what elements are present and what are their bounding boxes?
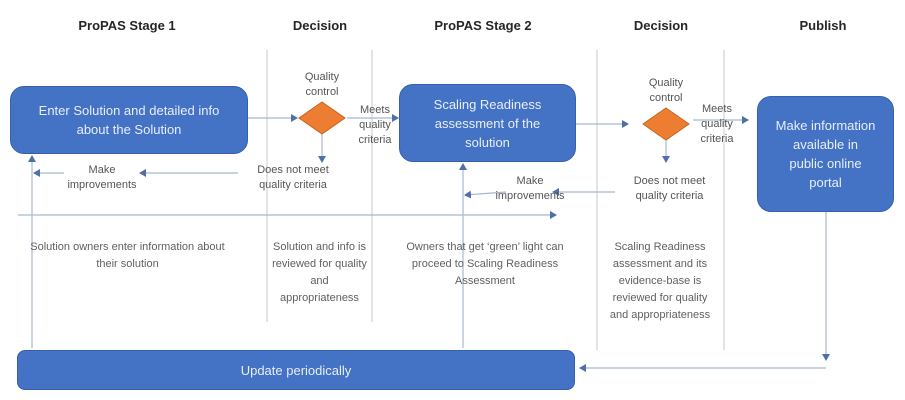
header-publish: Publish xyxy=(799,18,847,33)
description-decision2: Scaling Readiness assessment and its evi… xyxy=(609,241,711,321)
decision2-fail-label: Does not meet quality criteria xyxy=(633,175,706,202)
decision1-pass-label: Meets quality criteria xyxy=(358,104,392,146)
process-box-stage2-label: Scaling Readiness assessment of the solu… xyxy=(433,96,542,150)
process-box-stage2: Scaling Readiness assessment of the solu… xyxy=(399,84,576,162)
decision2-label: Quality control xyxy=(648,77,684,104)
decision1-label: Quality control xyxy=(304,71,340,98)
process-box-stage1: Enter Solution and detailed info about t… xyxy=(10,86,248,154)
process-box-update: Update periodically xyxy=(17,350,575,390)
process-box-update-label: Update periodically xyxy=(240,362,352,378)
decision-diamond-2 xyxy=(642,107,690,141)
process-box-stage1-label: Enter Solution and detailed info about t… xyxy=(38,103,220,137)
decision1-feedback-label: Make improvements xyxy=(67,164,137,191)
header-propas-stage-1: ProPAS Stage 1 xyxy=(78,18,176,33)
description-decision1: Solution and info is reviewed for qualit… xyxy=(272,241,367,304)
process-box-publish-label: Make information available in public onl… xyxy=(775,118,876,190)
decision2-pass-label: Meets quality criteria xyxy=(700,103,734,145)
decision-diamond-1 xyxy=(298,101,346,135)
arrow-feedback2b xyxy=(464,190,507,199)
header-decision-1: Decision xyxy=(292,18,348,33)
description-stage2: Owners that get ‘green’ light can procee… xyxy=(406,241,564,287)
process-box-publish: Make information available in public onl… xyxy=(757,96,894,212)
description-stage1: Solution owners enter information about … xyxy=(30,241,225,270)
header-propas-stage-2: ProPAS Stage 2 xyxy=(434,18,532,33)
decision1-fail-label: Does not meet quality criteria xyxy=(257,164,329,191)
header-decision-2: Decision xyxy=(633,18,689,33)
decision2-feedback-label: Make improvements xyxy=(495,175,565,202)
